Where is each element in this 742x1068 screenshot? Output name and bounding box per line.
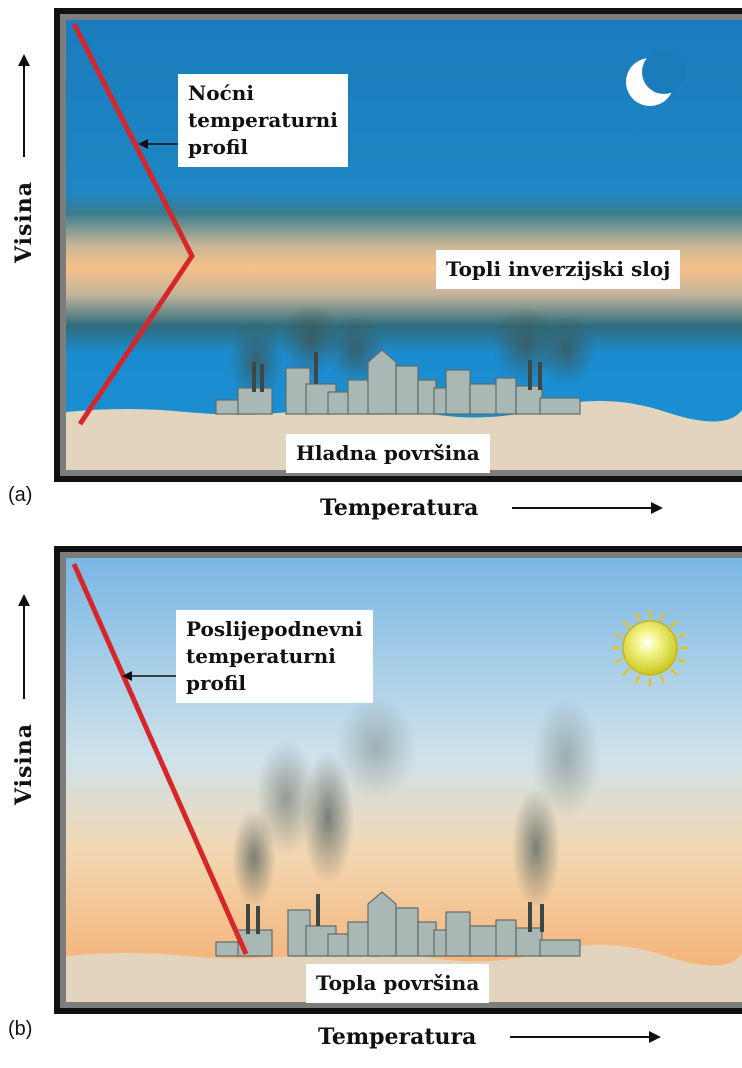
x-axis-a: Temperatura [320,495,664,521]
panel-tag-a: (a) [8,484,33,506]
y-axis-arrow-icon [18,54,30,66]
y-axis-line [23,65,25,157]
moon-icon [626,50,686,106]
y-axis-a: Visina [4,54,44,263]
afternoon-temperature-profile-line [71,562,249,956]
panel-b-afternoon: Poslijepodnevni temperaturni profil Topl… [0,534,742,1068]
afternoon-profile-label: Poslijepodnevni temperaturni profil [176,610,373,703]
smoke-plumes-rising [232,696,600,908]
y-axis-b: Visina [4,594,44,805]
x-axis-arrow-icon [649,1031,662,1043]
night-profile-label: Noćni temperaturni profil [178,74,348,167]
y-axis-line [23,605,25,699]
x-axis-line [510,1036,651,1038]
inversion-layer-label: Topli inverzijski sloj [436,250,681,289]
x-axis-label: Temperatura [318,1024,477,1050]
diagram-frame-night: Noćni temperaturni profil Topli inverzij… [54,8,742,482]
afternoon-scene [66,558,742,1002]
panel-tag-b: (b) [8,1018,33,1040]
smokestacks [252,352,542,392]
city-buildings-b [215,891,581,957]
x-axis-line [512,507,653,509]
cold-surface-label: Hladna površina [286,434,490,473]
y-axis-label: Visina [11,723,37,806]
sun-icon [612,610,688,686]
profile-pointer-arrow-b [122,671,184,681]
city-buildings [215,349,581,415]
x-axis-arrow-icon [651,502,664,514]
y-axis-arrow-icon [18,594,30,606]
night-scene [66,20,742,470]
x-axis-b: Temperatura [318,1024,662,1050]
smokestacks-b [246,894,544,934]
panel-a-night: Noćni temperaturni profil Topli inverzij… [4,8,742,521]
diagram-frame-afternoon: Poslijepodnevni temperaturni profil Topl… [54,546,742,1014]
y-axis-label: Visina [11,181,37,264]
smoke-plumes [228,304,596,400]
warm-surface-label: Topla površina [306,964,490,1003]
night-temperature-profile-line [71,22,195,426]
x-axis-label: Temperatura [320,495,479,521]
